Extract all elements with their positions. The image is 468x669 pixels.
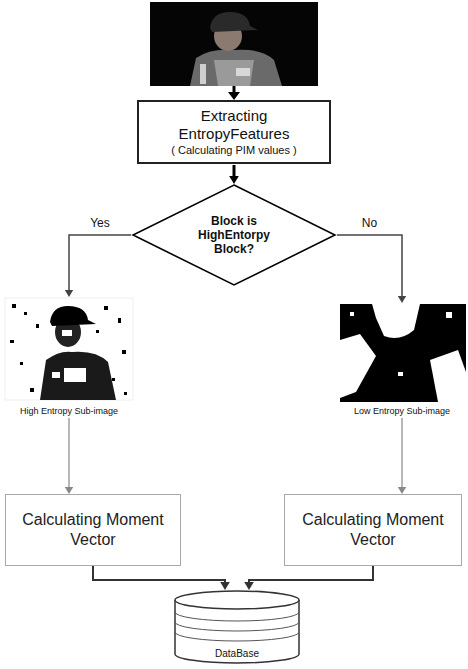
database-ring xyxy=(175,622,299,631)
connector-line xyxy=(68,418,69,487)
node-label: Calculating Moment Vector xyxy=(293,510,453,550)
photo-cap xyxy=(210,12,258,32)
image-speck xyxy=(446,312,452,318)
photo-ground xyxy=(150,2,318,86)
connector-line xyxy=(249,566,373,582)
image-speck xyxy=(122,350,126,354)
database-ring xyxy=(175,632,299,641)
connector xyxy=(249,566,373,582)
image-region xyxy=(340,334,376,398)
arrow-head xyxy=(229,176,239,184)
image-speck xyxy=(124,392,127,395)
decision-diamond: Block is HighEntorpy Block? xyxy=(131,184,337,286)
image-speck xyxy=(12,304,16,308)
edge-label: No xyxy=(360,216,379,230)
photo-shirt-front xyxy=(214,60,254,86)
diamond-shape xyxy=(133,185,335,285)
image-cap xyxy=(50,306,96,326)
input-photo xyxy=(150,2,318,86)
process-box: Extracting EntropyFeatures( Calculating … xyxy=(137,100,331,164)
node-text-group: Calculating Moment Vector xyxy=(293,510,453,550)
connector xyxy=(69,418,70,487)
image-speck xyxy=(36,324,39,328)
photo-arrow-head xyxy=(228,92,240,100)
connector xyxy=(93,566,225,582)
connector xyxy=(234,165,235,176)
image-ground xyxy=(340,304,466,402)
connector-line xyxy=(401,418,402,487)
low-entropy-image xyxy=(340,304,466,402)
image-speck xyxy=(112,378,115,381)
node-sublabel: ( Calculating PIM values ) xyxy=(147,143,321,157)
node-label: Extracting EntropyFeatures xyxy=(147,107,321,143)
node-text-group: Extracting EntropyFeatures( Calculating … xyxy=(147,107,321,157)
connector xyxy=(402,418,403,487)
image-region xyxy=(430,350,466,402)
node-text-group: DataBase xyxy=(215,648,259,660)
image-speck xyxy=(10,340,14,343)
process-box: Calculating Moment Vector xyxy=(5,494,181,566)
node-label: DataBase xyxy=(215,648,259,660)
connector-line xyxy=(93,566,225,582)
arrow-head xyxy=(220,582,230,590)
arrow-head xyxy=(398,487,406,494)
sub-image: Low Entropy Sub-image xyxy=(338,303,466,417)
arrow-head xyxy=(65,487,73,494)
image-speck xyxy=(350,312,354,316)
node-text-group: High Entropy Sub-image xyxy=(20,405,118,417)
connector-line xyxy=(233,165,236,176)
connector-line xyxy=(337,235,402,296)
node-label: Block is HighEntorpy Block? xyxy=(187,214,282,256)
photo-shirt xyxy=(190,50,282,86)
sub-image: High Entropy Sub-image xyxy=(3,297,135,417)
image-speck xyxy=(118,318,121,323)
photo-stripe xyxy=(200,64,206,84)
image-speck xyxy=(104,306,108,310)
image-shirt-mark xyxy=(64,368,86,382)
arrow-head xyxy=(398,296,406,303)
node-text-group: Calculating Moment Vector xyxy=(14,510,172,550)
connector xyxy=(337,235,402,296)
image-speck xyxy=(24,312,27,315)
edge-label: Yes xyxy=(88,216,112,230)
database-ring xyxy=(175,612,299,621)
node-label: Low Entropy Sub-image xyxy=(354,405,450,417)
photo-arrow-line xyxy=(233,86,236,92)
node-label: Calculating Moment Vector xyxy=(14,510,172,550)
arrow-head xyxy=(244,582,254,590)
image-speck xyxy=(30,388,34,392)
image-speck xyxy=(96,330,99,333)
node-text-group: Low Entropy Sub-image xyxy=(354,405,450,417)
image-speck xyxy=(398,372,403,376)
photo-logo xyxy=(236,68,250,76)
image-speck xyxy=(20,362,23,365)
image-body xyxy=(40,352,116,400)
database-top xyxy=(175,591,299,609)
database-cylinder: DataBase xyxy=(173,590,301,665)
image-shirt-mark xyxy=(52,372,60,378)
image-face-mark xyxy=(62,330,72,336)
image-region xyxy=(372,304,420,338)
arrow-head xyxy=(65,290,73,297)
image-ground xyxy=(5,298,133,400)
connector xyxy=(69,235,131,290)
process-box: Calculating Moment Vector xyxy=(284,494,462,566)
connector-line xyxy=(69,235,131,290)
node-label: High Entropy Sub-image xyxy=(20,405,118,417)
high-entropy-image xyxy=(5,298,133,400)
node-text-group: Block is HighEntorpy Block? xyxy=(187,214,282,256)
